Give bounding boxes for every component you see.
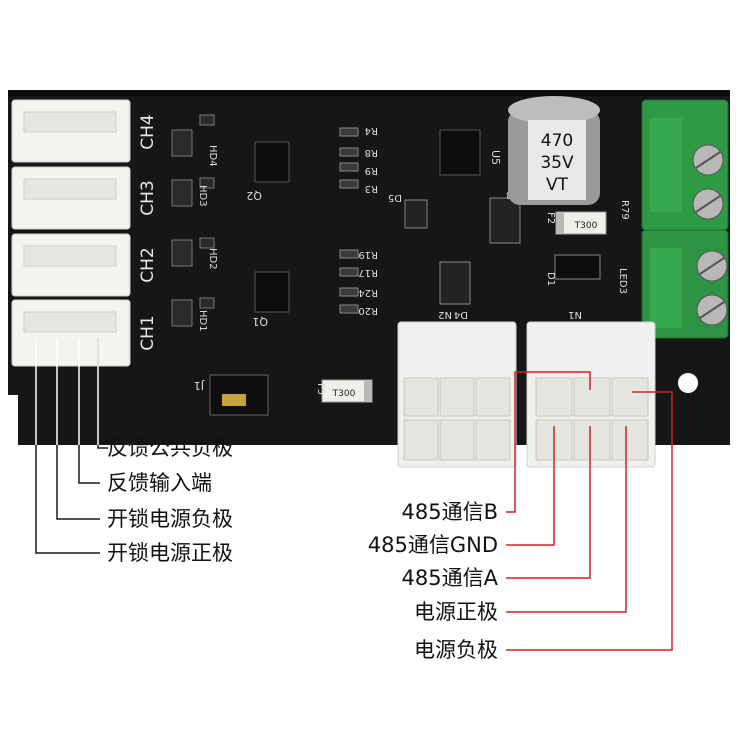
n2-pin-cells: [403, 377, 511, 461]
diode-d5: [404, 199, 428, 229]
diode-d4: [439, 261, 471, 305]
power-terminal-block: [641, 99, 729, 339]
cap-470: 470: [541, 131, 573, 151]
ch3-label: CH3: [138, 180, 158, 215]
r17-silk: R17: [358, 267, 378, 278]
cap-35v: 35V: [540, 153, 574, 173]
r20-silk: R20: [358, 305, 378, 316]
label-485-b: 485通信B: [401, 500, 499, 524]
fuse-f5-text: T300: [332, 389, 356, 399]
hd4-silk: HD4: [207, 145, 218, 167]
jumper-j1-cap: [222, 394, 246, 406]
ch4-label: CH4: [138, 114, 158, 149]
n2-silk: N2: [438, 309, 452, 320]
r79-silk: R79: [619, 200, 630, 220]
label-feedback-common-negative: 反馈公共负极: [107, 436, 233, 460]
r19-silk: R19: [358, 249, 378, 260]
ic-q1: [254, 271, 290, 313]
d4-silk: D4: [454, 309, 468, 320]
f2-silk: F2: [545, 212, 556, 224]
label-unlock-power-positive: 开锁电源正极: [107, 541, 233, 565]
ic-q2: [254, 141, 290, 183]
r3-silk: R3: [365, 183, 378, 194]
d5-silk: D5: [388, 192, 402, 203]
label-power-negative: 电源负极: [414, 638, 498, 662]
q2-silk: Q2: [246, 189, 262, 202]
hd2-silk: HD2: [207, 248, 218, 270]
mounting-hole: [678, 373, 698, 393]
n1-pin-cells: [535, 377, 649, 461]
label-feedback-input: 反馈输入端: [107, 471, 212, 495]
left-callout-lines: [35, 338, 108, 554]
connector-ch1-slot: [23, 311, 117, 333]
r4-silk: R4: [365, 125, 378, 136]
label-unlock-power-negative: 开锁电源负极: [107, 507, 233, 531]
resistor-column: [339, 127, 359, 314]
small-components-left: [171, 114, 215, 327]
channel-connectors: [11, 99, 131, 367]
capacitor-label: [528, 120, 586, 200]
fuse-f2-cap: [556, 212, 564, 234]
f5-silk: F5: [315, 383, 326, 395]
connector-ch1: [11, 299, 131, 367]
connector-ch4-slot: [23, 111, 117, 133]
right-callout-lines: [506, 371, 673, 651]
j1-silk: J1: [194, 379, 205, 392]
led3-silk: LED3: [617, 268, 628, 294]
cap-vt: VT: [546, 175, 569, 195]
capacitor-top: [508, 96, 600, 124]
r24-silk: R24: [358, 287, 378, 298]
label-485-a: 485通信A: [401, 566, 498, 590]
r8-silk: R8: [365, 147, 378, 158]
hd1-silk: HD1: [197, 310, 208, 332]
ic-u5: [439, 129, 481, 176]
diode-d3: [489, 197, 521, 244]
ch2-label: CH2: [138, 247, 158, 282]
n1-silk: N1: [568, 309, 582, 320]
hd3-silk: HD3: [197, 185, 208, 207]
connector-ch3-slot: [23, 178, 117, 200]
u5-silk: U5: [489, 150, 502, 165]
label-power-positive: 电源正极: [414, 600, 498, 624]
ch1-label: CH1: [138, 315, 158, 350]
r9-silk: R9: [365, 165, 378, 176]
fuse-f5-cap: [364, 380, 372, 402]
q1-silk: Q1: [252, 315, 268, 328]
label-485-gnd: 485通信GND: [367, 533, 498, 557]
connector-ch2-slot: [23, 245, 117, 267]
d1-silk: D1: [545, 272, 556, 286]
fuse-f2-text: T300: [574, 221, 598, 231]
diode-d1: [554, 254, 601, 280]
pcb-edge-shadow: [8, 90, 730, 96]
